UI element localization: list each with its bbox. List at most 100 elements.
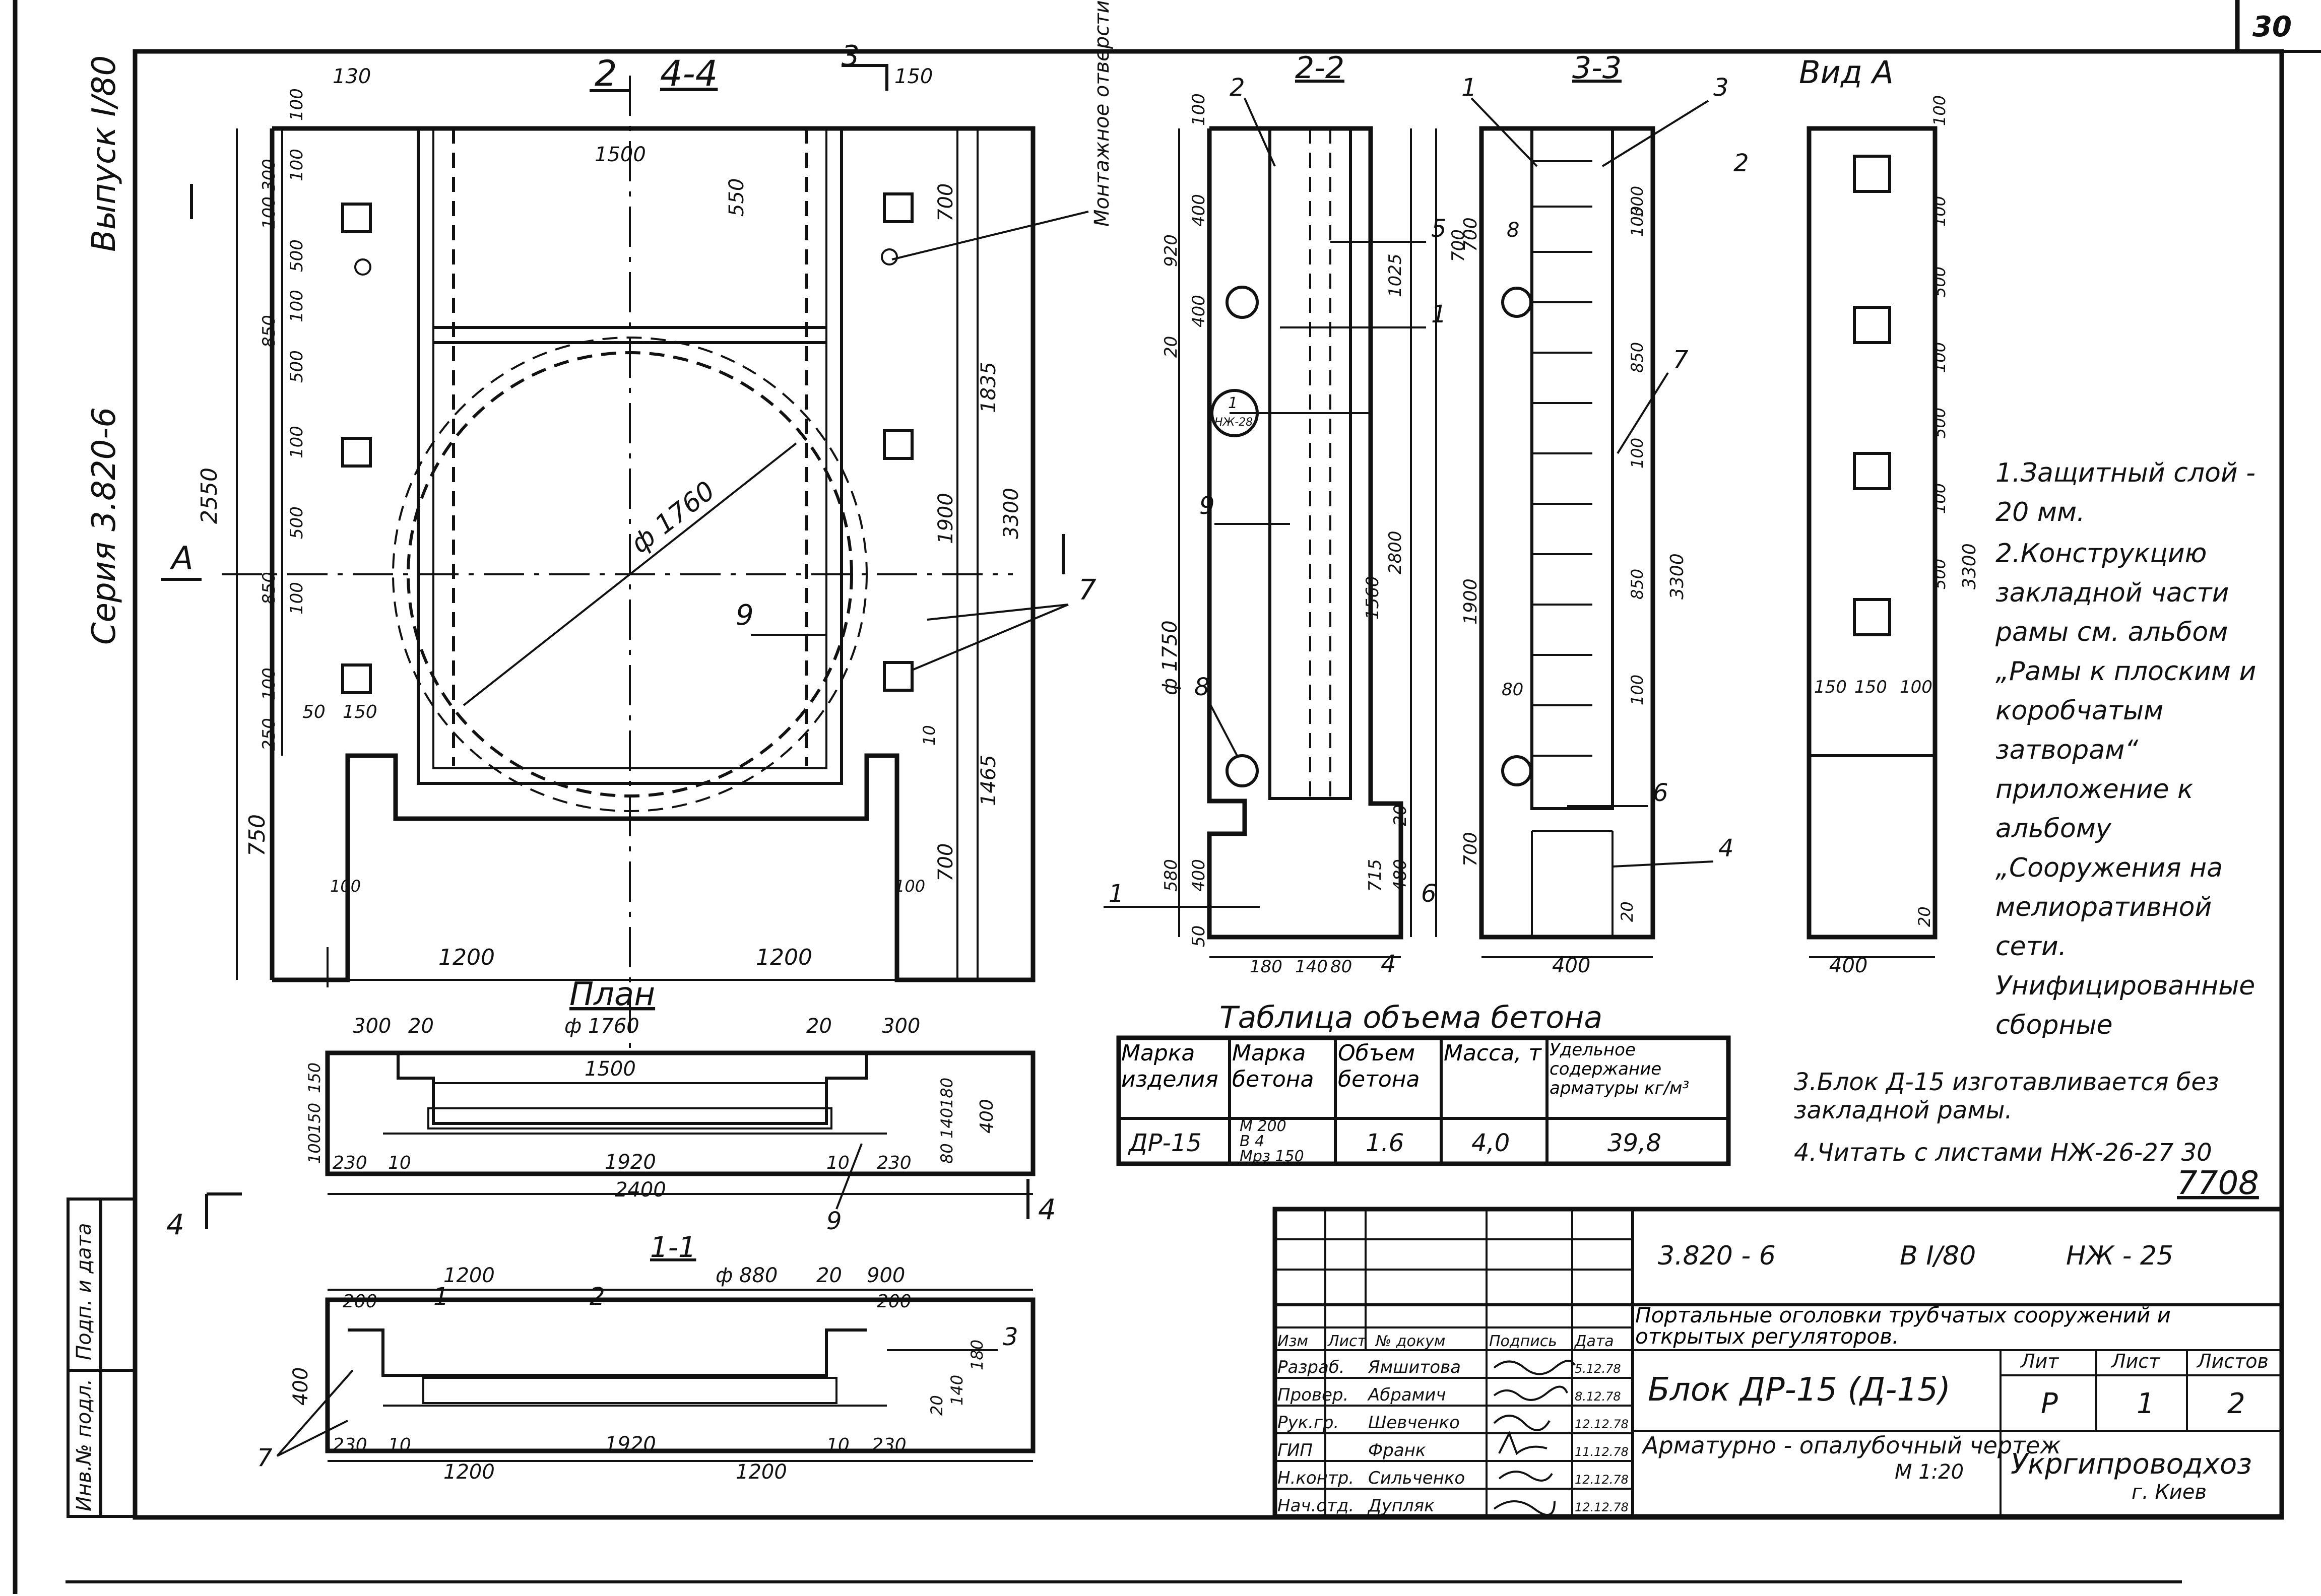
band-2-view	[325, 1289, 1036, 1462]
dim-s33-100b: 100	[1628, 438, 1647, 469]
b1-20a: 20	[408, 1015, 434, 1038]
table-row-mark: ДР-15	[1128, 1129, 1202, 1157]
dim-left-6: 850	[259, 315, 279, 348]
dim-s22-1025: 1025	[1385, 253, 1405, 297]
b1-230b: 230	[877, 1153, 912, 1173]
callout-7-plan: 7	[1078, 574, 1097, 607]
dim-s22-400b: 400	[1189, 295, 1209, 327]
doc-number: 7708	[2177, 1165, 2259, 1202]
tb-stage-h: Лит	[2020, 1350, 2059, 1372]
b1-140: 140	[937, 1108, 956, 1139]
tb-h-izm: Изм	[1277, 1333, 1308, 1350]
callout-8-s22: 8	[1194, 673, 1210, 701]
title-block	[1272, 1207, 2284, 1519]
callout-1-s22: 1	[1431, 300, 1447, 328]
mount-hole-label: Монтажное отверстие	[1090, 0, 1114, 227]
dim-va-150a: 150	[1814, 677, 1847, 697]
dim-left-9: 500	[287, 506, 307, 539]
table-row-steel: 39,8	[1607, 1129, 1661, 1157]
b2-180: 180	[968, 1340, 987, 1370]
tb-issue: В I/80	[1900, 1241, 1976, 1271]
b1-d1760: ф 1760	[564, 1015, 639, 1038]
callout-3-b2: 3	[1003, 1323, 1018, 1351]
b1-80: 80	[937, 1143, 956, 1164]
dim-va-100w: 100	[1900, 677, 1932, 697]
tb-role-4: Н.контр.	[1277, 1468, 1354, 1488]
b2-200a: 200	[343, 1291, 377, 1312]
dim-s33-20: 20	[1618, 901, 1637, 922]
dim-plan-150b: 150	[343, 702, 377, 722]
dim-left-2: 100	[287, 149, 307, 181]
callout-3-s33: 3	[1713, 74, 1729, 102]
dim-left-3: 100	[259, 196, 279, 229]
dim-s22-715: 715	[1365, 859, 1385, 892]
callout-1-s33: 1	[1461, 74, 1477, 102]
dim-s22-920: 920	[1161, 234, 1181, 267]
dim-s22-20b: 20	[1390, 805, 1410, 826]
viewa-title: Вид А	[1799, 54, 1894, 91]
dim-va-100a: 100	[1930, 95, 1949, 126]
node-circle-ref: НЖ-28	[1214, 416, 1253, 429]
dim-plan-100r: 100	[894, 877, 925, 896]
dim-va-500a: 500	[1930, 267, 1949, 297]
dim-left-10: 850	[259, 572, 279, 605]
dim-left-4: 500	[287, 239, 307, 272]
dim-s22-480: 480	[1390, 859, 1410, 892]
b1-300a: 300	[353, 1015, 391, 1038]
dim-s22-80: 80	[1330, 957, 1352, 977]
tb-date-0: 5.12.78	[1575, 1362, 1621, 1376]
dim-s33-850a: 850	[1628, 342, 1647, 373]
callout-7-b2: 7	[257, 1444, 273, 1472]
tb-stage: Р	[2041, 1387, 2058, 1420]
callout-1-b2: 1	[433, 1283, 449, 1311]
dim-s22-50: 50	[1189, 925, 1209, 947]
dim-va-400: 400	[1829, 954, 1867, 977]
table-row-volume: 1.6	[1366, 1129, 1404, 1157]
dim-va-3300: 3300	[1959, 543, 1980, 589]
section-2-2	[1178, 126, 1437, 958]
dim-s22-580: 580	[1161, 859, 1181, 892]
callout-9-plan: 9	[736, 599, 754, 632]
tb-name-3: Франк	[1368, 1440, 1426, 1460]
dim-va-500c: 500	[1930, 559, 1949, 589]
tb-name-2: Шевченко	[1368, 1413, 1460, 1433]
dim-s33-100c: 100	[1628, 675, 1647, 705]
stamp-inv: Инв.№ подл.	[73, 1379, 96, 1511]
note-1: 1.Защитный слой - 20 мм.	[1995, 458, 2255, 527]
dim-s22-700: 700	[1448, 229, 1468, 262]
b1-2400: 2400	[615, 1178, 666, 1202]
callout-4-s22: 4	[1381, 950, 1396, 978]
b1-400: 400	[977, 1099, 997, 1134]
b1-1500: 1500	[585, 1057, 636, 1081]
table-header-volume: Объем бетона	[1338, 1040, 1420, 1092]
tb-date-3: 11.12.78	[1575, 1445, 1629, 1459]
dim-va-150b: 150	[1854, 677, 1887, 697]
sheet-frame	[13, 0, 2321, 1594]
callout-7-s33: 7	[1673, 346, 1689, 374]
dim-s33-100a: 100	[1628, 206, 1647, 237]
dim-left-13: 250	[259, 718, 279, 751]
callout-8-s33: 8	[1507, 219, 1519, 242]
tb-role-1: Провер.	[1277, 1385, 1348, 1405]
dim-va-20: 20	[1915, 906, 1934, 927]
callout-6-s33: 6	[1653, 779, 1668, 807]
b1-10a: 10	[388, 1153, 411, 1173]
dim-va-500b: 500	[1930, 408, 1949, 438]
table-row-grade-0: М 200	[1240, 1117, 1286, 1135]
dim-s22-2800: 2800	[1385, 530, 1405, 574]
band-1-view	[325, 1050, 1036, 1195]
tb-h-date: Дата	[1574, 1333, 1614, 1350]
tb-code: 3.820 - 6	[1658, 1241, 1776, 1271]
note-4: 4.Читать с листами НЖ-26-27 30	[1794, 1139, 2212, 1167]
issue-label: Выпуск I/80	[86, 55, 123, 252]
dim-s33-850b: 850	[1628, 569, 1647, 600]
callout-4-left: 4	[166, 1209, 184, 1241]
dim-plan-1200b: 1200	[756, 945, 812, 970]
tb-project: Портальные оголовки трубчатых сооружений…	[1635, 1305, 2171, 1349]
sec11-title: 1-1	[650, 1231, 696, 1264]
b2-230b: 230	[872, 1435, 907, 1455]
tb-scale: М 1:20	[1895, 1460, 1964, 1484]
b2-1200b: 1200	[443, 1460, 495, 1484]
callout-9-s22: 9	[1199, 492, 1215, 520]
tb-date-2: 12.12.78	[1575, 1417, 1629, 1431]
